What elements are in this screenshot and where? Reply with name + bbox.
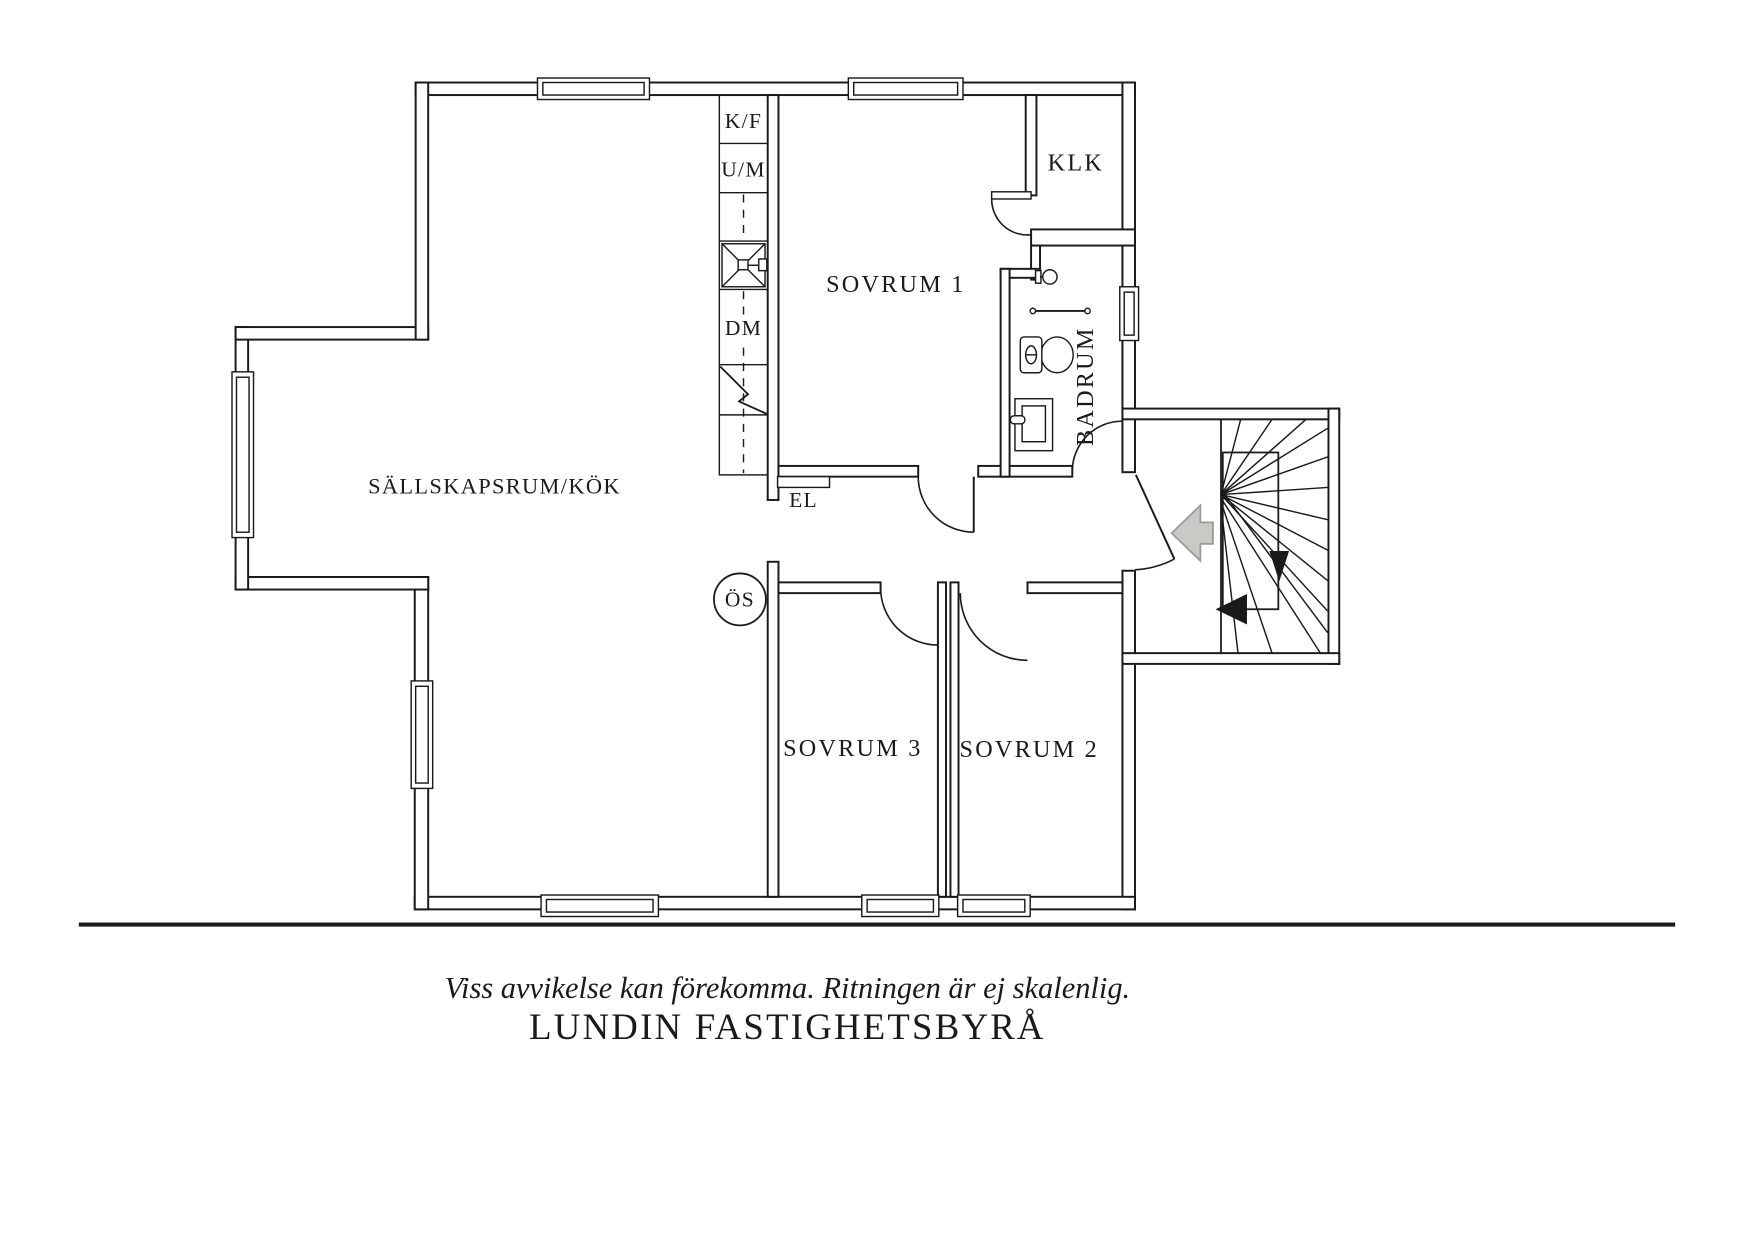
window-bottom-bedroom2 <box>956 894 1031 918</box>
shower-icon <box>1034 269 1058 285</box>
door-arc-closet <box>990 198 1032 236</box>
wall-bay-top <box>234 326 430 341</box>
cabinet-column <box>718 94 769 476</box>
wall-left-upper <box>414 81 430 341</box>
interior-walls <box>766 94 1136 898</box>
door-leaf-closet <box>990 191 1032 200</box>
wall-bay-bottom <box>234 576 430 591</box>
label-living-kitchen: SÄLLSKAPSRUM/KÖK <box>368 474 621 499</box>
doors <box>879 191 1176 662</box>
sink-icon <box>721 243 768 288</box>
wall-closet-bottom <box>1030 228 1136 247</box>
wall-divider32-a <box>936 581 947 898</box>
footer-brand: LUNDIN FASTIGHETSBYRÅ <box>529 1006 1046 1047</box>
label-electrical: EL <box>789 488 818 512</box>
counter-break-icon <box>719 365 768 415</box>
windows <box>231 77 1140 918</box>
wall-bedroom2-top <box>1026 581 1124 595</box>
label-bathroom: BADRUM <box>1072 326 1099 446</box>
door-leaf-entry <box>1134 474 1176 560</box>
door-arc-bathroom <box>1071 420 1123 472</box>
stair-flight-box <box>1221 451 1280 611</box>
toilet-icon <box>1019 336 1074 374</box>
label-fridge-freezer: K/F <box>725 109 762 133</box>
window-bathroom-right <box>1119 286 1140 342</box>
window-left-lower <box>410 680 434 790</box>
wall-hall-top-right <box>977 464 1074 478</box>
stair-treads <box>1220 418 1329 654</box>
washbasin-icon <box>1009 398 1054 452</box>
towel-rail-icon <box>1029 307 1091 315</box>
wall-divider32-b <box>949 581 960 898</box>
bathroom-fixtures <box>1009 269 1091 452</box>
window-top-2 <box>847 77 964 101</box>
label-bedroom3: SOVRUM 3 <box>783 735 922 762</box>
label-washer: U/M <box>721 158 766 182</box>
wall-bedroom3-top <box>777 581 882 595</box>
label-dishwasher: DM <box>725 316 762 340</box>
label-fireplace: ÖS <box>725 588 755 612</box>
staircase <box>1170 418 1329 654</box>
window-bottom-bedroom3 <box>861 894 940 918</box>
stair-turn-arrow-icon <box>1215 594 1247 625</box>
fireplace-circle <box>713 572 767 627</box>
door-arc-bedroom1 <box>917 476 974 534</box>
door-arc-bedroom2 <box>959 593 1028 662</box>
stair-down-arrow-icon <box>1269 551 1290 582</box>
label-closet: KLK <box>1048 149 1104 176</box>
wall-stair-right <box>1327 407 1341 665</box>
wall-bath-left-lower <box>999 267 1011 478</box>
window-top-1 <box>536 77 651 101</box>
kitchen-cabinets <box>718 94 769 476</box>
window-bottom-living <box>540 894 660 918</box>
door-arc-entry <box>1134 558 1175 571</box>
footer: Viss avvikelse kan förekomma. Ritningen … <box>78 922 1676 1047</box>
wall-kitchen-divider <box>766 94 780 501</box>
wall-right-lower <box>1121 569 1136 911</box>
electrical-cabinet <box>776 475 831 489</box>
entry-direction-arrow-icon <box>1170 503 1214 563</box>
wall-stair-top <box>1121 407 1341 421</box>
window-bay-left <box>231 371 255 539</box>
door-arc-bedroom3 <box>879 587 938 646</box>
wall-top <box>414 81 1136 97</box>
label-bedroom2: SOVRUM 2 <box>960 736 1099 763</box>
wall-bedroom3-left <box>766 560 780 898</box>
label-bedroom1: SOVRUM 1 <box>826 271 965 298</box>
wall-bedroom1-bottom <box>777 464 920 478</box>
wall-stair-bottom <box>1121 652 1341 665</box>
wall-closet-left <box>1024 94 1038 197</box>
wall-right-upper <box>1121 81 1136 474</box>
footer-disclaimer: Viss avvikelse kan förekomma. Ritningen … <box>445 971 1131 1005</box>
labels: SÄLLSKAPSRUM/KÖK SOVRUM 1 KLK BADRUM SOV… <box>368 109 1104 763</box>
